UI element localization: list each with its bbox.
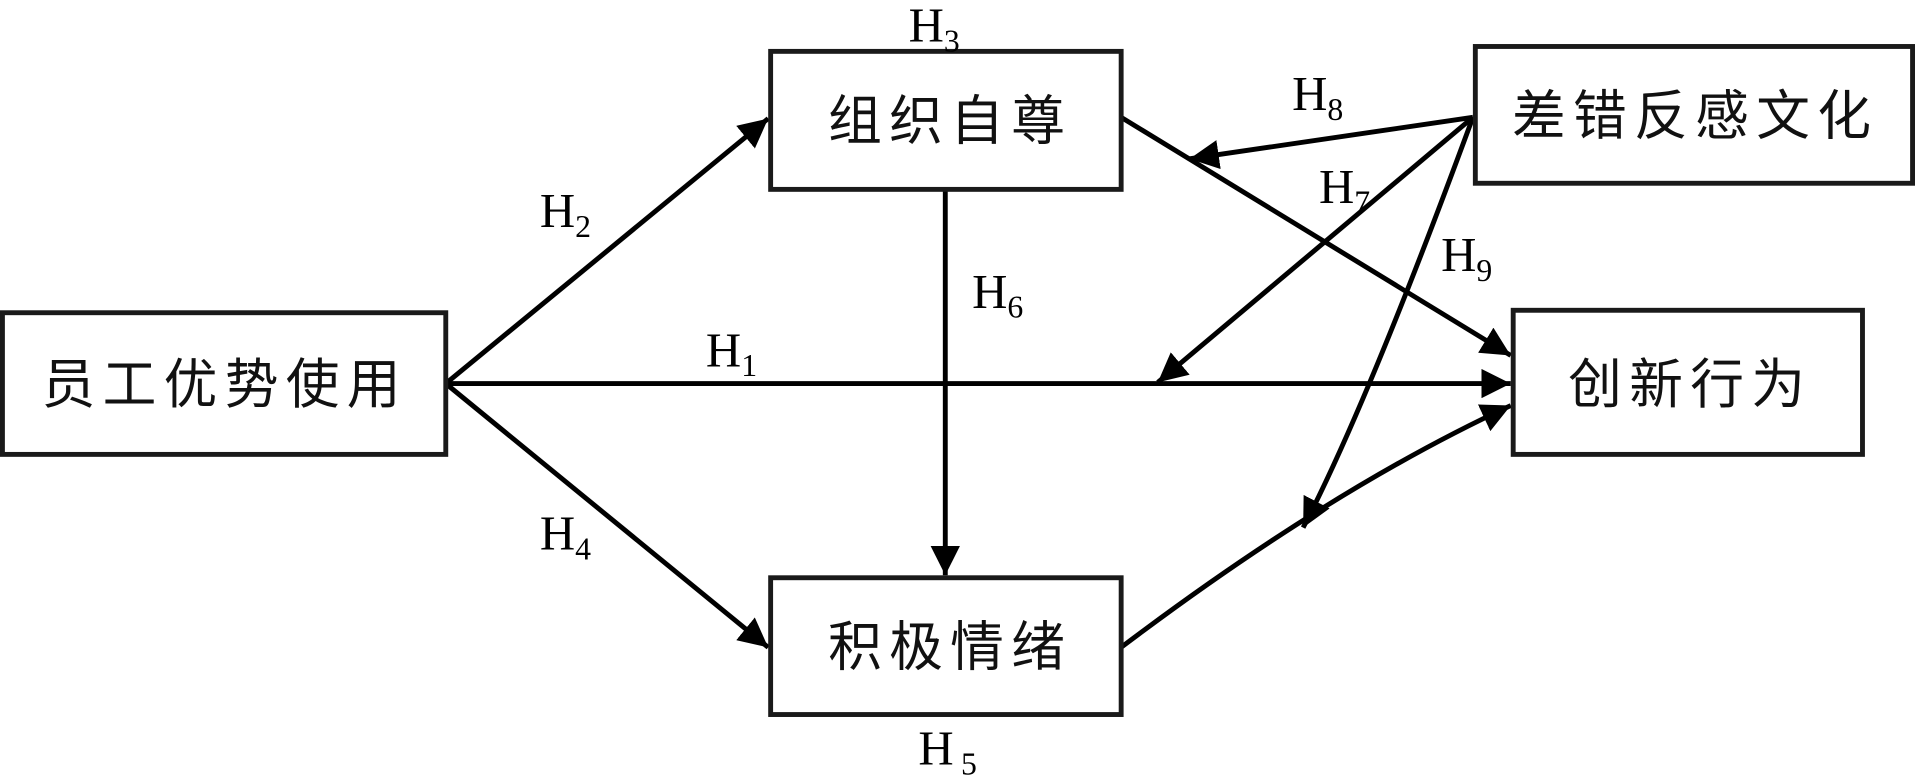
node-innovation-behavior: 创新行为 <box>1510 307 1865 457</box>
label-h8: H8 <box>1292 66 1343 127</box>
node-label-error-aversion-culture: 差错反感文化 <box>1512 84 1878 147</box>
node-positive-emotion: 积极情绪 <box>768 575 1124 717</box>
edge-h9 <box>1300 116 1476 529</box>
edge-h7 <box>1156 115 1475 385</box>
edges <box>444 114 1513 650</box>
edge-h4 <box>444 381 770 650</box>
node-strength-use: 员工优势使用 <box>0 310 449 457</box>
node-org-self-esteem: 组织自尊 <box>768 48 1124 192</box>
label-h2: H2 <box>540 183 591 244</box>
node-label-innovation-behavior: 创新行为 <box>1568 353 1812 416</box>
label-h1: H1 <box>706 322 757 383</box>
node-label-org-self-esteem: 组织自尊 <box>828 89 1072 152</box>
node-label-strength-use: 员工优势使用 <box>42 353 408 416</box>
node-error-aversion-culture: 差错反感文化 <box>1472 44 1915 186</box>
edge-h3 <box>1119 115 1513 358</box>
label-h3: H3 <box>909 0 960 58</box>
label-h6: H6 <box>972 264 1023 325</box>
label-h7: H7 <box>1319 159 1370 220</box>
edge-h8 <box>1189 114 1474 170</box>
edge-h2 <box>444 116 770 386</box>
label-h4: H4 <box>540 506 591 567</box>
node-label-positive-emotion: 积极情绪 <box>828 616 1072 679</box>
edge-h5 <box>1119 403 1512 650</box>
label-h9: H9 <box>1441 227 1492 288</box>
